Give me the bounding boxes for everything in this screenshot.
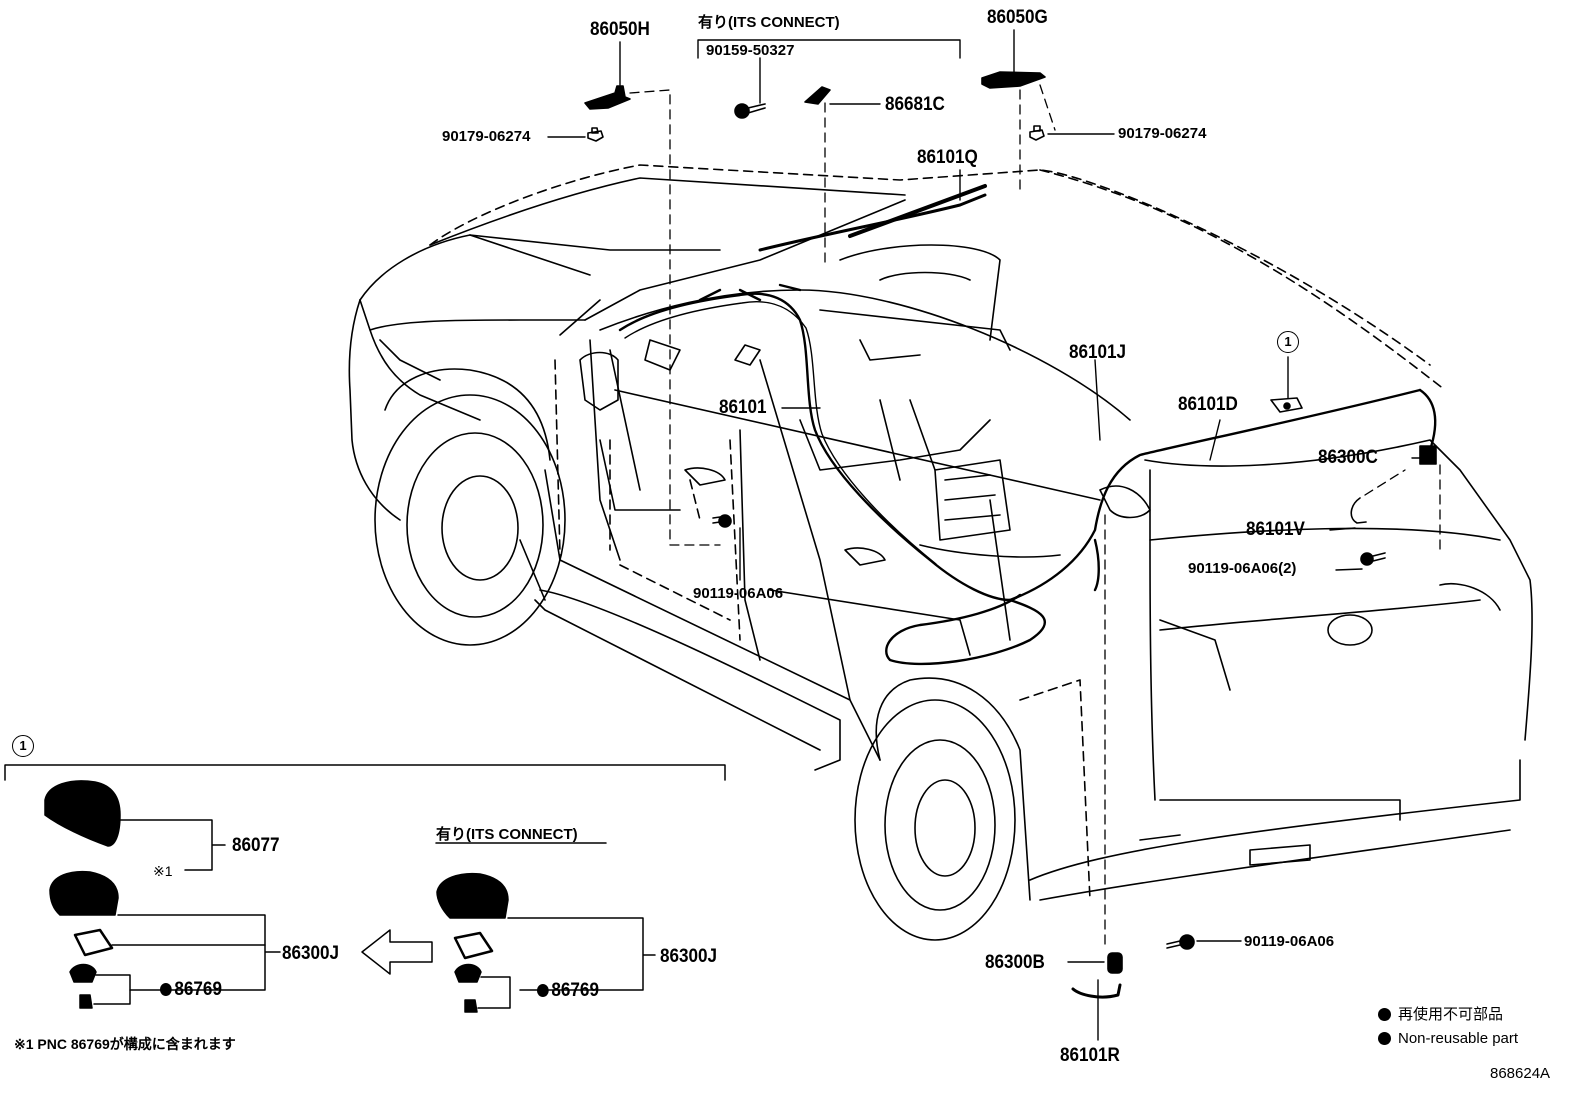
legend-dot-jp: [1378, 1008, 1391, 1021]
part-label-86050H: 86050H: [590, 19, 650, 40]
part-label-90179-left: 90179-06274: [442, 128, 531, 145]
part-label-90179-right: 90179-06274: [1118, 125, 1207, 142]
diagram-id: 868624A: [1490, 1065, 1551, 1082]
part-86300B-antenna: [1107, 952, 1123, 974]
part-label-90119-mid: 90119-06A06: [693, 585, 784, 602]
part-number-86769: 86769: [551, 980, 599, 1001]
its-connect-note-top: 有り(ITS CONNECT): [698, 14, 840, 31]
part-label-86101: 86101: [719, 397, 767, 418]
part-label-86101V: 86101V: [1246, 519, 1305, 540]
its-connect-note-detail: 有り(ITS CONNECT): [436, 826, 578, 843]
legend-text-jp: 再使用不可部品: [1398, 1006, 1504, 1023]
vehicle-body-outline: [348, 164, 1533, 941]
part-90159-bolt: [734, 103, 766, 119]
legend-dot-en: [1378, 1032, 1391, 1045]
wire-harness: [618, 193, 1437, 666]
circle-ref-1-detail: 1: [12, 735, 34, 757]
part-label-86681C: 86681C: [885, 94, 945, 115]
part-label-86077: 86077: [232, 835, 280, 856]
part-86050G-bracket: [981, 71, 1046, 89]
part-label-86300J-right: 86300J: [660, 946, 718, 967]
part-90179-clip-left: [587, 127, 604, 142]
part-label-86769-right: 86769: [537, 981, 599, 1000]
part-86300C-connector: [1419, 445, 1437, 465]
part-86101Q-harness: [848, 184, 987, 238]
part-86101R-harness: [1071, 983, 1122, 999]
part-label-86101R: 86101R: [1060, 1045, 1120, 1066]
part-label-86300B: 86300B: [985, 952, 1045, 973]
part-label-90119-2: 90119-06A06(2): [1188, 560, 1297, 577]
part-90179-clip-right: [1029, 125, 1045, 141]
part-label-86769-left: 86769: [160, 980, 222, 999]
part-label-86300C: 86300C: [1318, 447, 1378, 468]
legend-text-en: Non-reusable part: [1398, 1030, 1519, 1047]
part-86050H-bracket: [584, 85, 631, 110]
part-86681C-clamp: [804, 86, 831, 105]
detail-section: [4, 764, 726, 1013]
part-90119-bolt-mid: [712, 514, 732, 528]
part-label-86050G: 86050G: [987, 7, 1048, 28]
part-90119-bolt-2: [1360, 552, 1386, 566]
part-90119-bolt-low: [1166, 934, 1195, 950]
part-label-86101Q: 86101Q: [917, 147, 978, 168]
part-label-86101D: 86101D: [1178, 394, 1238, 415]
part-number-86769: 86769: [174, 979, 222, 1000]
non-reusable-marker: [537, 984, 549, 997]
non-reusable-marker: [160, 983, 172, 996]
part-label-90159-50327: 90159-50327: [706, 42, 795, 59]
part-86101V-harness: [1350, 497, 1367, 524]
assembly-lines: [629, 84, 1441, 951]
circle-ref-1-top: 1: [1277, 331, 1299, 353]
part-label-90119-low: 90119-06A06: [1244, 933, 1335, 950]
part-antenna-circle-1: [1270, 397, 1303, 413]
part-label-86300J-left: 86300J: [282, 943, 340, 964]
footnote-text: ※1 PNC 86769が構成に含まれます: [14, 1036, 236, 1052]
footnote-mark: ※1: [153, 863, 173, 879]
leader-lines: [547, 29, 1423, 1041]
part-label-86101J: 86101J: [1069, 342, 1127, 363]
